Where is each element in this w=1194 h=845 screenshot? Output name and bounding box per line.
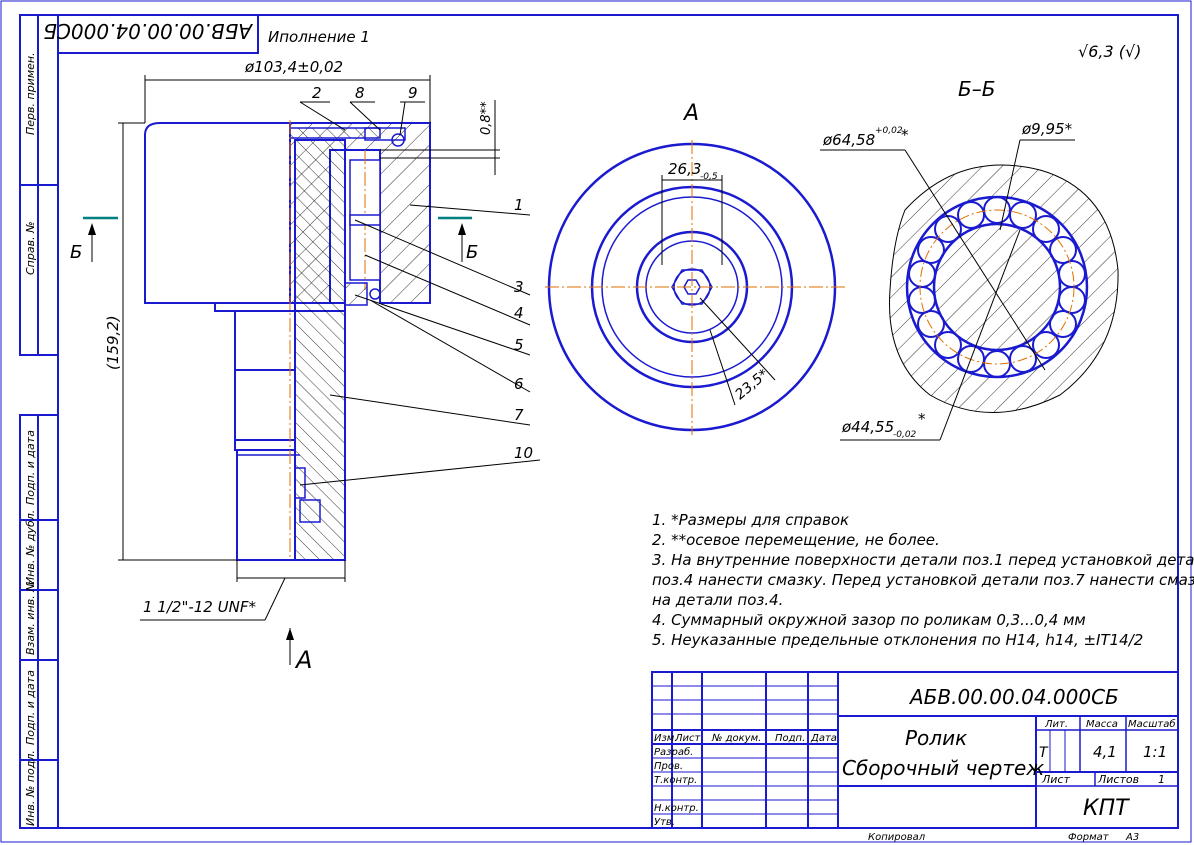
tb-scale-value: 1:1 <box>1143 743 1167 761</box>
tb-lit-value: Т <box>1039 745 1049 761</box>
tb-col-doc: № докум. <box>711 733 761 744</box>
callouts: 2 8 9 1 3 4 5 6 7 10 <box>299 84 541 486</box>
tb-col-date: Дата <box>810 733 837 744</box>
note-2: 2. **осевое перемещение, не более. <box>652 531 940 549</box>
section-bb: Б–Б ø64,58 +0,02 * <box>820 77 1119 441</box>
note-1: 1. *Размеры для справок <box>652 511 849 529</box>
dim-thread: 1 1/2"-12 UNF* <box>143 598 256 616</box>
tb-scale-label: Масштаб <box>1128 718 1176 730</box>
tb-col-izm: Изм. <box>654 733 678 744</box>
tb-name-line2: Сборочный чертеж <box>842 756 1044 780</box>
view-arrow-label: А <box>294 646 312 674</box>
tb-format: Формат <box>1068 832 1110 843</box>
tb-sheet-label: Лист <box>1041 773 1070 786</box>
callout-2: 2 <box>312 84 322 102</box>
side-label-sprav: Справ. № <box>24 221 37 275</box>
callout-8: 8 <box>355 84 365 102</box>
dim-dia-995: ø9,95* <box>1021 120 1073 138</box>
tb-row-prov: Пров. <box>654 761 683 772</box>
note-3a: 3. На внутренние поверхности детали поз.… <box>652 551 1194 569</box>
tb-org: КПТ <box>1083 796 1130 821</box>
title-block: Изм. Лист № докум. Подп. Дата Разраб. Пр… <box>651 671 1179 843</box>
side-label-dubl: Инв. № дубл. <box>24 510 37 585</box>
tb-lit-label: Лит. <box>1044 719 1068 730</box>
main-section-view <box>144 120 431 561</box>
roughness-mark: √6,3 (√) <box>1078 42 1141 61</box>
tb-row-nkontr: Н.контр. <box>654 803 699 814</box>
tb-doc-number: АБВ.00.00.04.000СБ <box>908 685 1119 709</box>
tb-mass-label: Масса <box>1086 719 1118 730</box>
tb-row-tkontr: Т.контр. <box>654 775 697 786</box>
note-5: 5. Неуказанные предельные отклонения по … <box>652 631 1143 649</box>
callout-1: 1 <box>514 196 524 214</box>
designation-rotated: АБВ.00.00.04.000СБ <box>43 19 254 43</box>
tb-sheets-value: 1 <box>1158 773 1165 786</box>
section-title: Б–Б <box>958 77 995 101</box>
dim-dia-4455-star: * <box>918 410 926 428</box>
tb-sheets-label: Листов <box>1097 773 1139 786</box>
callout-5: 5 <box>514 336 524 354</box>
side-label-vzam: Взам. инв. № <box>24 580 37 655</box>
tb-format-value: А3 <box>1125 832 1139 843</box>
dim-dia-64-star: * <box>901 126 909 144</box>
dim-dia-4455: ø44,55 <box>841 418 894 436</box>
tb-name-line1: Ролик <box>905 726 967 750</box>
technical-notes: 1. *Размеры для справок 2. **осевое пере… <box>652 511 1194 649</box>
note-3c: на детали поз.4. <box>652 591 783 609</box>
note-3b: поз.4 нанести смазку. Перед установкой д… <box>652 571 1194 589</box>
tb-copied: Копировал <box>868 832 926 843</box>
view-a-title: А <box>682 101 699 126</box>
dim-hex-width: 26,3 <box>668 160 701 178</box>
note-4: 4. Суммарный окружной зазор по роликам 0… <box>652 611 1086 629</box>
callout-6: 6 <box>514 375 524 393</box>
side-label-podp1: Подп. и дата <box>24 430 37 505</box>
rotated-designation: АБВ.00.00.04.000СБ <box>43 14 259 54</box>
side-label-podl: Инв. № подл. <box>24 750 37 826</box>
side-strip: Перв. примен. Справ. № Подп. и дата Инв.… <box>19 14 59 829</box>
tb-col-podp: Подп. <box>775 733 805 744</box>
dim-height: (159,2) <box>104 315 122 370</box>
callout-9: 9 <box>408 84 418 102</box>
cut-label-left: Б <box>70 242 82 263</box>
tb-row-razrab: Разраб. <box>654 746 693 758</box>
tb-row-utv: Утв. <box>654 817 675 828</box>
callout-3: 3 <box>514 278 524 296</box>
tb-mass-value: 4,1 <box>1093 743 1117 761</box>
side-label-perv: Перв. примен. <box>24 52 37 135</box>
dim-dia-4455-tol: -0,02 <box>893 430 917 440</box>
callout-7: 7 <box>514 406 524 424</box>
callout-10: 10 <box>514 444 533 462</box>
variant-label: Иполнение 1 <box>268 28 370 46</box>
cut-label-right: Б <box>466 242 478 263</box>
callout-4: 4 <box>514 304 524 322</box>
dim-depth-235: 23,5* <box>732 366 772 403</box>
dim-hex-width-tol: -0,5 <box>700 172 718 182</box>
dim-dia-64-tol: +0,02 <box>875 126 903 136</box>
view-a: А 26,3 -0,5 23,5* <box>545 101 845 435</box>
dim-dia-64: ø64,58 <box>822 131 875 149</box>
tb-col-list: Лист <box>674 733 702 744</box>
main-view-dimensions: ø103,4±0,02 (159,2) 0,8** 1 1/2"-12 UNF*… <box>70 58 500 674</box>
side-label-podp2: Подп. и дата <box>24 670 37 745</box>
dim-outer-diameter: ø103,4±0,02 <box>244 58 343 76</box>
dim-axial-play: 0,8** <box>479 101 494 135</box>
